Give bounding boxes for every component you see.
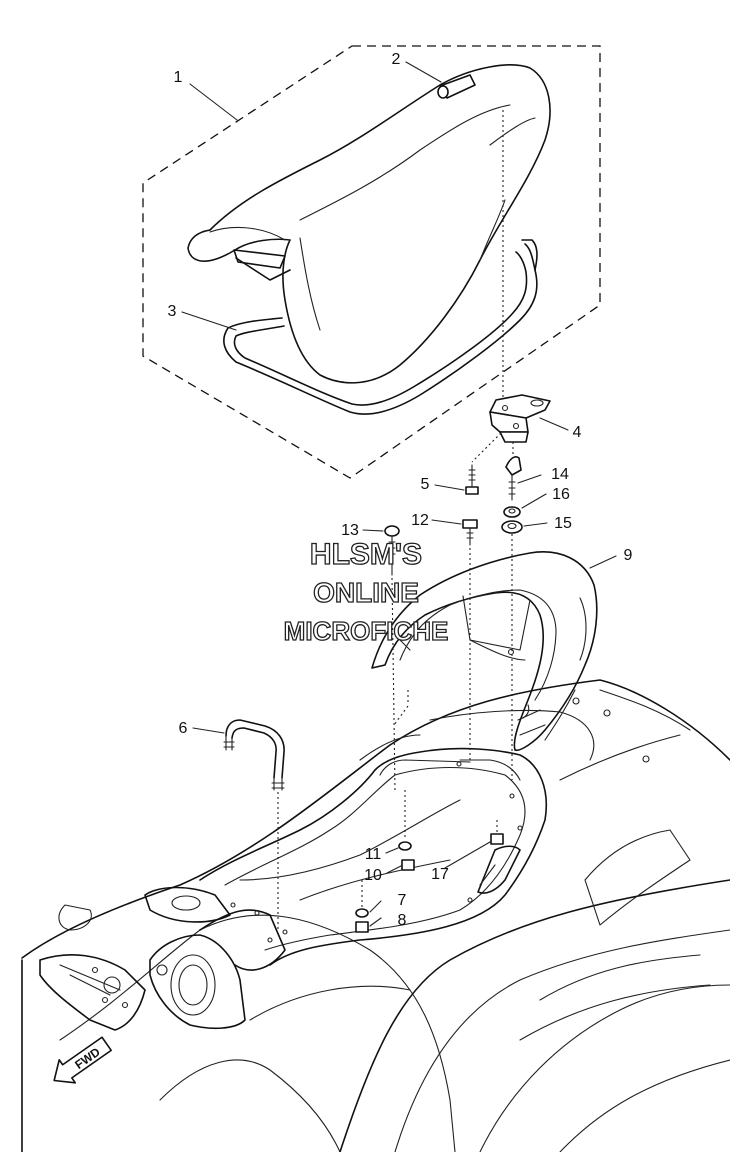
- nut-7: [355, 908, 369, 918]
- watermark-line-2: ONLINE: [313, 577, 419, 608]
- callout-17: 17: [431, 866, 449, 883]
- nut-8: [355, 921, 369, 933]
- bolt-13: [384, 525, 400, 576]
- watermark: HLSM'S ONLINE MICROFICHE: [283, 537, 449, 646]
- callout-7: 7: [398, 892, 407, 909]
- nut-17: [490, 833, 504, 845]
- callout-10: 10: [364, 867, 382, 884]
- stud-14: [505, 456, 522, 501]
- callout-5: 5: [421, 476, 430, 493]
- watermark-line-3: MICROFICHE: [284, 616, 449, 646]
- seat-frame: [223, 239, 538, 415]
- bracket-4: [489, 394, 551, 443]
- watermark-line-1: HLSM'S: [310, 538, 422, 571]
- callout-12: 12: [411, 512, 429, 529]
- bolt-5: [465, 464, 479, 495]
- callout-8: 8: [398, 912, 407, 929]
- callout-4: 4: [573, 424, 582, 441]
- nut-11: [398, 841, 412, 851]
- callout-labels: 1 2 3 4 5 6 7 8 9 10 11 12 13 14 16 15 1…: [168, 51, 633, 929]
- nut-10: [401, 859, 415, 871]
- bolt-12: [462, 519, 478, 546]
- front-deck: [39, 886, 286, 1031]
- callout-14: 14: [551, 466, 569, 483]
- seat-assembly-box: [142, 45, 601, 479]
- leader-lines: [181, 61, 617, 927]
- callout-6: 6: [179, 720, 188, 737]
- washer-15: [501, 520, 523, 534]
- washer-16: [503, 506, 521, 518]
- callout-11: 11: [365, 846, 382, 863]
- callout-1: 1: [174, 69, 183, 86]
- callout-15: 15: [554, 515, 572, 532]
- fwd-arrow: FWD: [53, 1036, 112, 1084]
- centerlines: [277, 110, 514, 930]
- seat: [187, 64, 551, 384]
- callout-9: 9: [624, 547, 633, 564]
- seat-well: [199, 709, 595, 966]
- grab-handle-6: [223, 719, 285, 791]
- callout-16: 16: [552, 486, 570, 503]
- callout-13: 13: [341, 522, 359, 539]
- callout-2: 2: [392, 51, 401, 68]
- hull-deck: [21, 679, 730, 1153]
- fwd-arrow-shape: [53, 1036, 112, 1084]
- rear-trim-9: [371, 551, 598, 752]
- callout-3: 3: [168, 303, 177, 320]
